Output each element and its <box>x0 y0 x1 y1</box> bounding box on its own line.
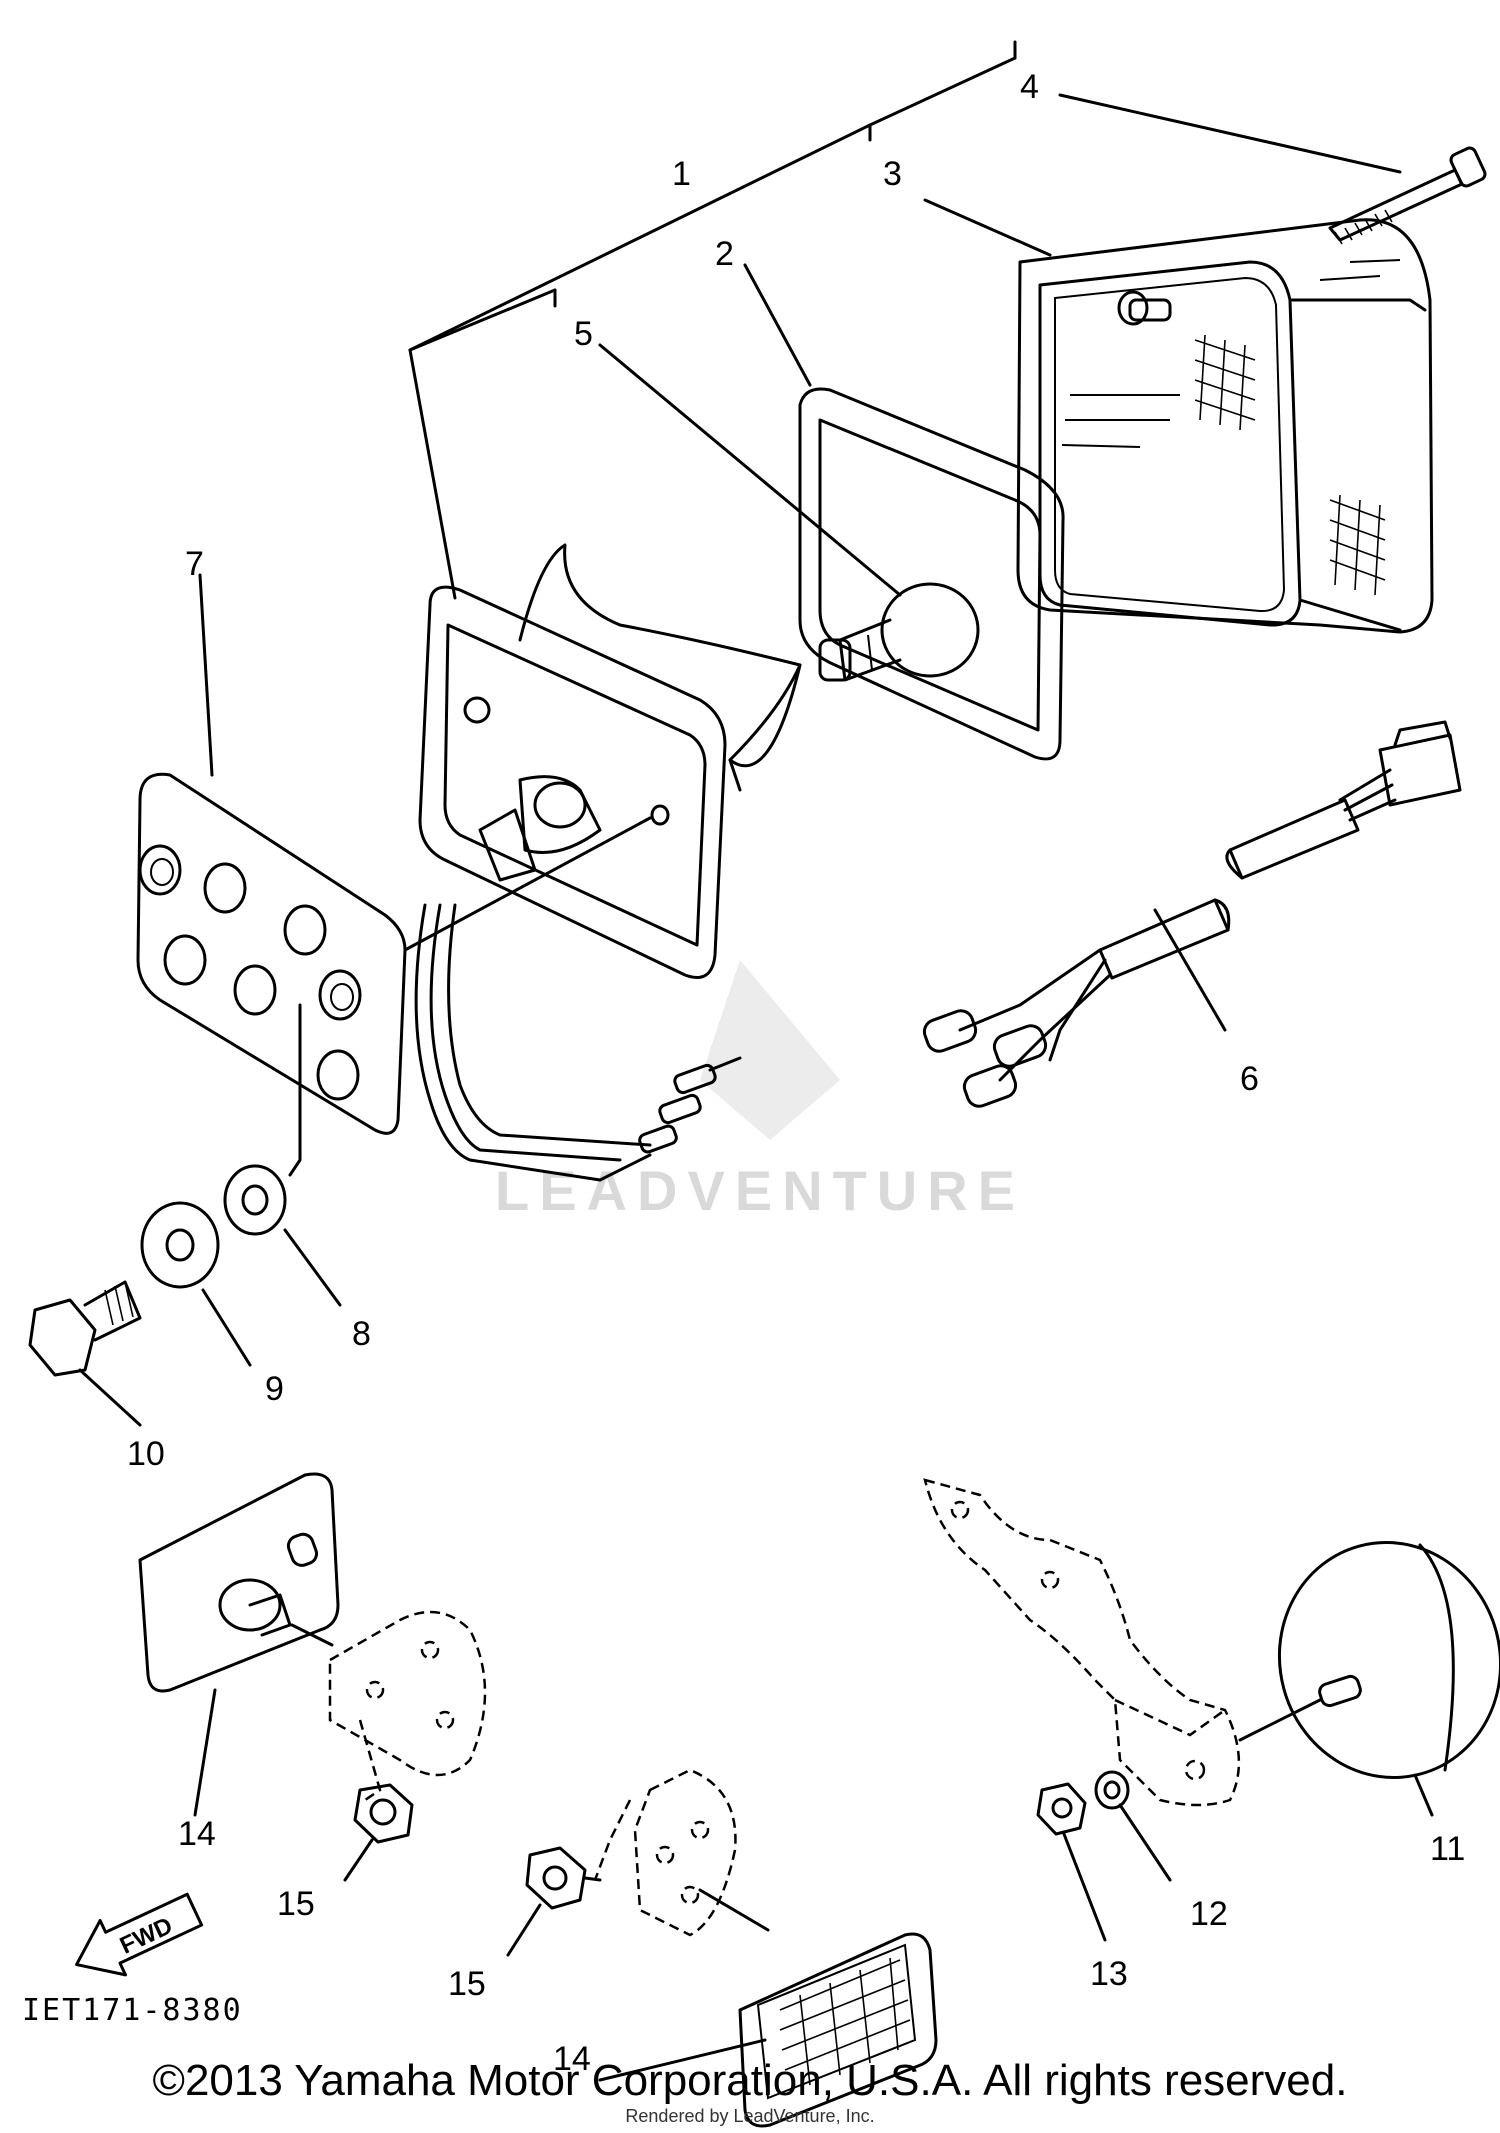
part-11-round-reflector <box>1277 1541 1500 1817</box>
harness-connectors <box>922 1009 1048 1108</box>
part-6-wire-harness <box>922 720 1462 1108</box>
part-2-gasket <box>798 387 1065 761</box>
callout-12: 12 <box>1190 1895 1228 1933</box>
callout-15-lower: 15 <box>448 1965 486 2003</box>
part-3-lens-housing <box>1016 218 1434 634</box>
part-5-bulb <box>818 582 980 682</box>
callout-9: 9 <box>265 1370 284 1408</box>
copyright-notice: ©2013 Yamaha Motor Corporation, U.S.A. A… <box>152 2056 1348 2105</box>
callout-7: 7 <box>185 545 204 583</box>
group-bracket-lines <box>408 40 1017 600</box>
fwd-label: FWD <box>116 1912 177 1960</box>
part-12-washer <box>1094 1770 1172 1882</box>
watermark-text: LEADVENTURE <box>495 1159 1025 1222</box>
right-bracket <box>923 1478 1322 1807</box>
watermark: LEADVENTURE <box>495 960 1025 1222</box>
callout-14-upper: 14 <box>178 1815 216 1853</box>
callout-4: 4 <box>1020 68 1039 106</box>
part-1-base-reflector <box>414 543 802 1182</box>
upper-bracket <box>290 1610 487 1802</box>
fwd-arrow-icon: FWD <box>75 1892 204 1977</box>
callout-6: 6 <box>1240 1060 1259 1098</box>
callout-1: 1 <box>672 155 691 193</box>
callout-11: 11 <box>1430 1830 1465 1868</box>
leader-lines <box>78 93 1402 1427</box>
part-14-upper-reflector-plate <box>138 1472 340 1817</box>
part-8-washer <box>223 1164 287 1236</box>
lower-bracket <box>593 1768 770 1937</box>
callout-numbers: 1 2 3 4 5 6 7 8 9 10 11 12 13 14 15 14 1… <box>127 68 1465 2078</box>
callout-10: 10 <box>127 1435 165 1473</box>
part-14-lower-reflector <box>598 1932 938 2128</box>
callout-8: 8 <box>352 1315 371 1353</box>
part-9-washer <box>140 1201 220 1289</box>
part-10-bolt <box>28 1280 142 1377</box>
callout-5: 5 <box>574 315 593 353</box>
part-7-cover-plate <box>136 772 652 1177</box>
rendered-by-notice: Rendered by LeadVenture, Inc. <box>625 2106 875 2126</box>
part-code-label: IET171-8380 <box>22 1993 243 2028</box>
watermark-logo-icon <box>700 960 840 1140</box>
callout-3: 3 <box>883 155 902 193</box>
callout-2: 2 <box>715 235 734 273</box>
callout-15-upper: 15 <box>277 1885 315 1923</box>
part-4-screw <box>1328 146 1487 245</box>
callout-13: 13 <box>1090 1955 1128 1993</box>
part-13-nut <box>1036 1782 1107 1942</box>
callout-14-lower: 14 <box>553 2040 591 2078</box>
part-15-upper-nut <box>343 1783 414 1882</box>
part-15-lower-nut <box>506 1846 602 1957</box>
